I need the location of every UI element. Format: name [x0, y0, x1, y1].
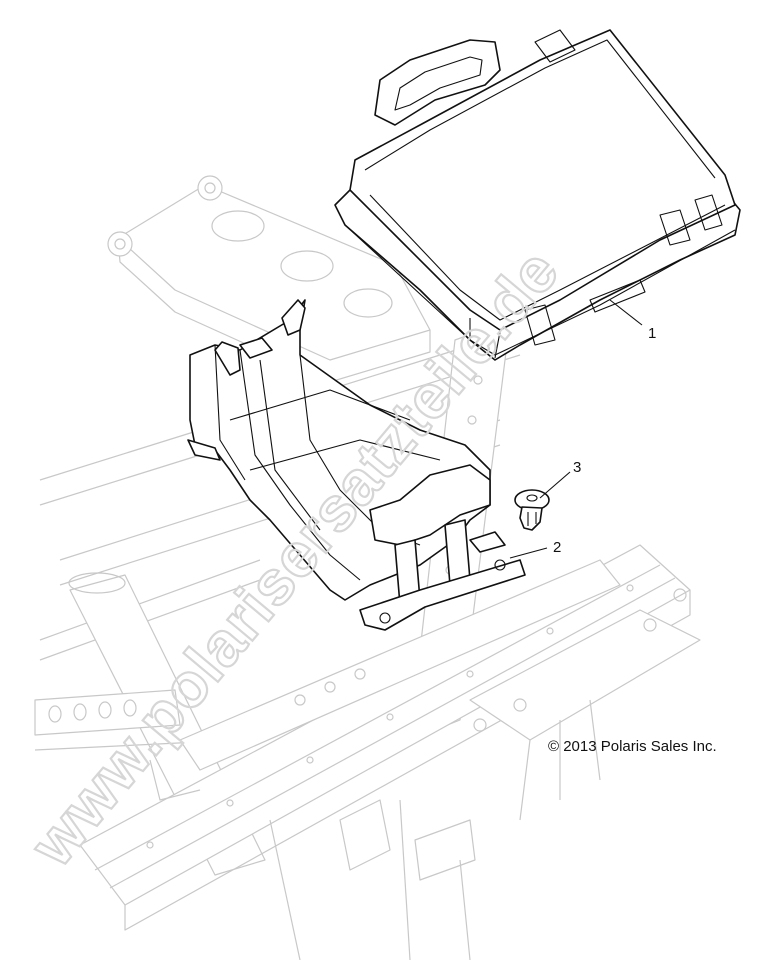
leader-3 [539, 471, 571, 499]
callout-1: 1 [648, 325, 656, 342]
callout-leaders [509, 299, 643, 559]
callout-3: 3 [573, 459, 581, 476]
leader-2 [509, 547, 548, 559]
storage-box [334, 29, 741, 361]
callout-2: 2 [553, 539, 561, 556]
chassis-frame [34, 175, 701, 961]
leader-1 [609, 299, 643, 326]
push-rivet [514, 489, 550, 531]
mounting-bracket [187, 299, 526, 631]
copyright-notice: © 2013 Polaris Sales Inc. [548, 738, 717, 755]
